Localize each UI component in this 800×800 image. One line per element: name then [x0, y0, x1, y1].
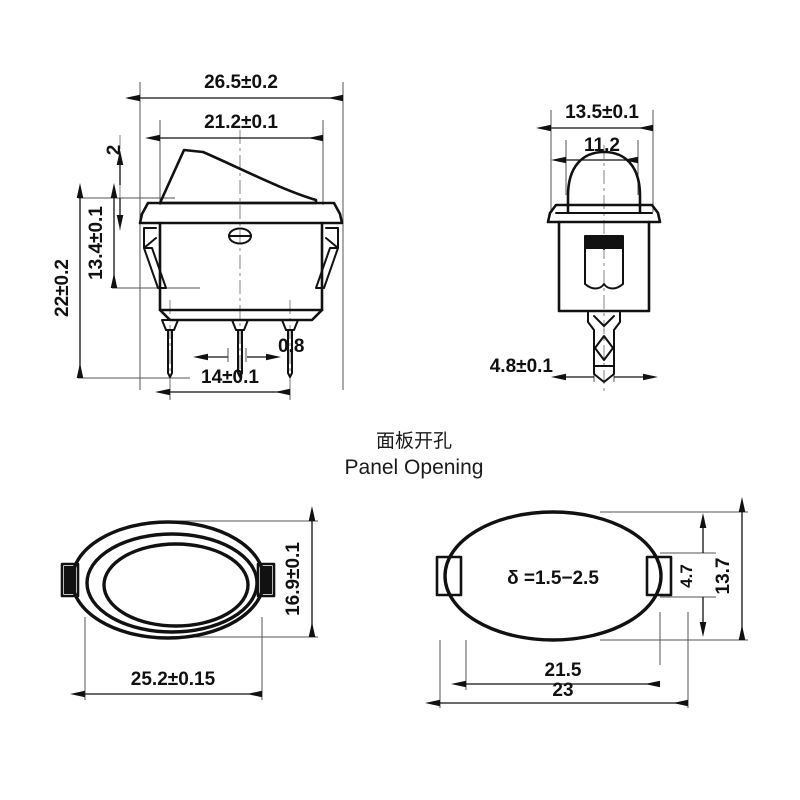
side-bezel-flange	[546, 203, 662, 224]
dim-panel-front-height: 16.9±0.1	[283, 506, 316, 637]
dim-label-side-dome-width: 11.2	[584, 135, 620, 156]
dim-front-terminal-pitch: 14±0.1	[155, 367, 290, 396]
bezel-flange	[138, 201, 344, 225]
panel-opening-front-view: 25.2±0.15 16.9±0.1	[60, 506, 318, 700]
dim-panel-front-width: 25.2±0.15	[70, 669, 262, 698]
dim-label-panel-side-tab-height: 4.7	[677, 564, 696, 588]
dim-label-panel-front-width: 25.2±0.15	[131, 669, 216, 690]
dim-front-overall-width: 26.5±0.2	[125, 72, 343, 102]
panel-opening-outer-oval	[70, 520, 266, 640]
dim-label-panel-side-overall-height: 13.7	[713, 558, 734, 595]
rocker-actuator	[158, 148, 318, 205]
panel-opening-side-view: δ =1.5−2.5 4.7 13.7 21.5 23	[425, 497, 748, 708]
panel-opening-middle-oval	[85, 532, 259, 634]
dim-panel-side-outer-width: 23	[425, 680, 688, 707]
dim-front-body-height: 13.4±0.1	[86, 183, 118, 288]
mounting-clip-right	[315, 227, 339, 289]
panel-side-tab-right	[645, 555, 673, 597]
dim-front-overall-height: 22±0.2	[52, 183, 84, 378]
dim-side-dome-width: 11.2	[551, 135, 638, 164]
side-terminal	[587, 310, 621, 383]
side-window-marking	[584, 235, 624, 290]
dim-front-terminal-thickness: 0.8	[193, 336, 304, 361]
front-view: 26.5±0.2 21.2±0.1 2 22±0.2 13.4±0.1 14±0…	[52, 72, 344, 400]
side-switch-body	[557, 220, 651, 313]
panel-opening-caption: 面板开孔 Panel Opening	[345, 430, 484, 479]
dim-front-bezel-thickness: 2	[104, 145, 125, 230]
side-dome-cap	[566, 150, 642, 214]
dim-panel-side-inner-width: 21.5	[451, 660, 660, 688]
dim-label-panel-side-outer-width: 23	[552, 680, 573, 701]
panel-side-oval	[443, 510, 663, 642]
dim-front-bezel-width: 21.2±0.1	[145, 112, 323, 142]
terminal-pins	[161, 319, 299, 378]
dim-label-side-overall-width: 13.5±0.1	[565, 102, 639, 123]
panel-side-tab-left	[435, 555, 463, 597]
switch-body	[158, 221, 324, 322]
dim-label-front-bezel-thickness: 2	[104, 145, 125, 156]
panel-opening-inner-oval	[102, 542, 250, 628]
front-view-centerlines	[119, 130, 291, 392]
panel-opening-tab-right	[256, 562, 276, 598]
dim-label-front-terminal-pitch: 14±0.1	[201, 367, 259, 388]
dim-panel-side-overall-height: 13.7	[713, 497, 746, 640]
dim-label-front-overall-height: 22±0.2	[52, 259, 73, 317]
dim-label-panel-front-height: 16.9±0.1	[283, 542, 304, 616]
dim-side-overall-width: 13.5±0.1	[536, 102, 653, 132]
mounting-clip-left	[143, 227, 167, 289]
dim-label-side-terminal-width: 4.8±0.1	[490, 356, 554, 377]
dim-label-front-body-height: 13.4±0.1	[86, 206, 107, 280]
panel-side-extension-lines	[439, 511, 748, 708]
panel-opening-tab-left	[60, 562, 80, 598]
side-view: 13.5±0.1 11.2 4.8±0.1	[490, 102, 662, 392]
front-view-extension-lines	[78, 82, 344, 400]
dim-side-terminal-width: 4.8±0.1	[490, 356, 658, 381]
caption-chinese: 面板开孔	[376, 430, 452, 452]
dim-label-panel-side-inner-width: 21.5	[545, 660, 582, 681]
dim-label-panel-thickness: δ =1.5−2.5	[507, 568, 599, 589]
dim-label-front-overall-width: 26.5±0.2	[204, 72, 278, 93]
dim-panel-side-tab-height: 4.7	[677, 513, 707, 637]
caption-english: Panel Opening	[345, 456, 484, 479]
dim-label-front-bezel-width: 21.2±0.1	[204, 112, 278, 133]
